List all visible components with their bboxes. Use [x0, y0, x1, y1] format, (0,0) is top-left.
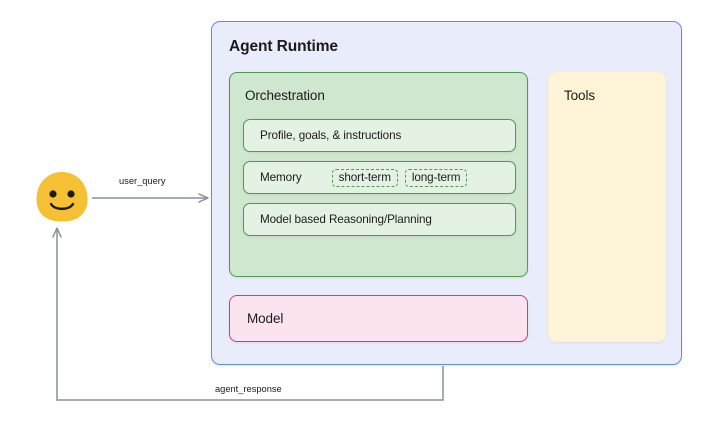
user-query-label: user_query: [119, 176, 166, 186]
orchestration-box: Orchestration Profile, goals, & instruct…: [229, 72, 528, 277]
orchestration-title: Orchestration: [245, 88, 325, 103]
agent-runtime-box: Agent Runtime Orchestration Profile, goa…: [211, 21, 682, 365]
avatar-face-shape: [36, 172, 88, 222]
orchestration-card-profile-label: Profile, goals, & instructions: [260, 129, 402, 142]
model-box: Model: [229, 295, 528, 342]
user-avatar: [36, 172, 88, 222]
orchestration-card-memory-label: Memory: [260, 171, 302, 184]
orchestration-card-reasoning-label: Model based Reasoning/Planning: [260, 213, 432, 226]
avatar-eye-right: [67, 190, 75, 198]
model-title: Model: [247, 311, 284, 326]
avatar-eye-left: [49, 190, 57, 198]
orchestration-card-profile: Profile, goals, & instructions: [243, 119, 516, 152]
avatar-smile: [49, 202, 75, 211]
agent-response-label: agent_response: [215, 384, 282, 394]
orchestration-card-memory: Memory short-term long-term: [243, 161, 516, 194]
tools-box: Tools: [548, 72, 666, 342]
tools-title: Tools: [564, 88, 596, 103]
memory-chip-long-term: long-term: [404, 168, 468, 187]
agent-runtime-title: Agent Runtime: [229, 38, 338, 55]
memory-chip-short-term: short-term: [331, 168, 398, 187]
orchestration-card-reasoning: Model based Reasoning/Planning: [243, 203, 516, 236]
